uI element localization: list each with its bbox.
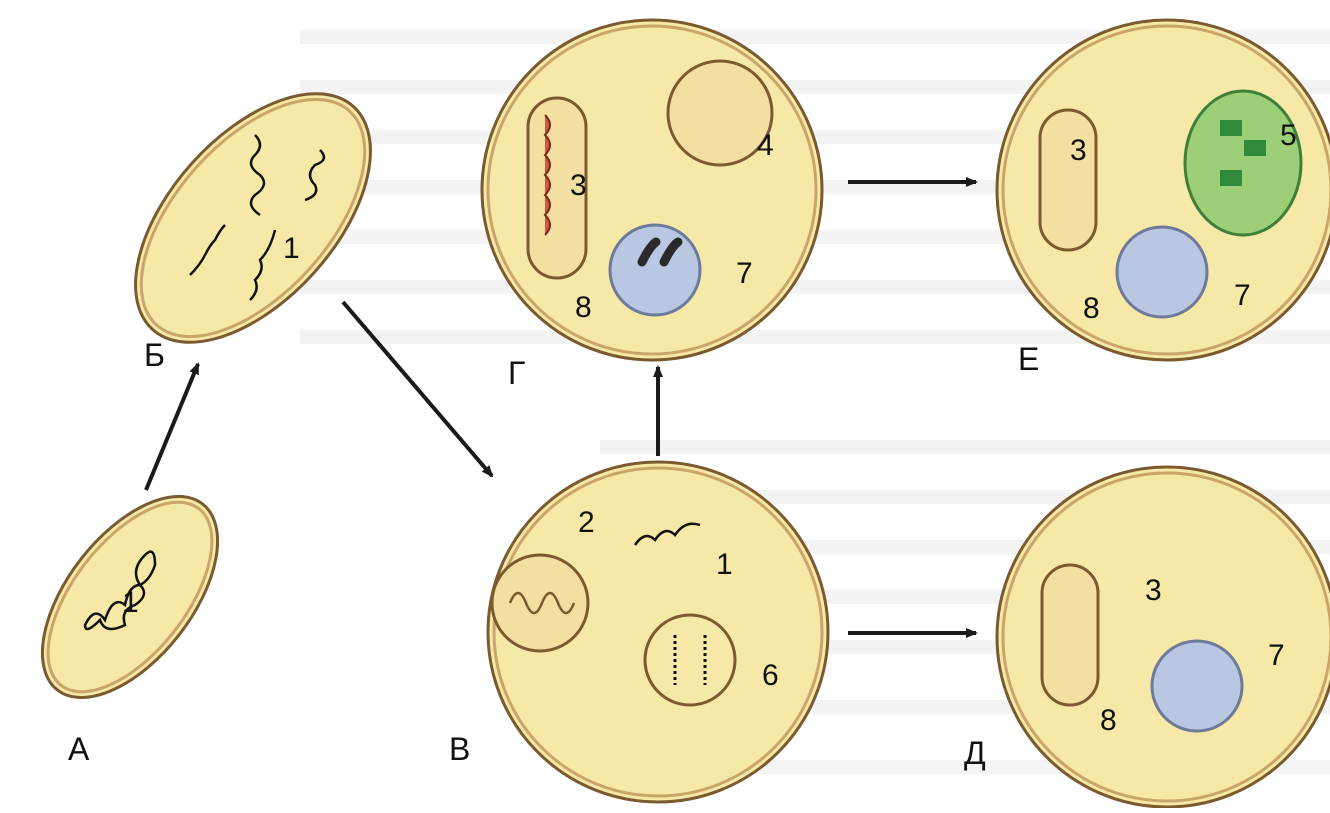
stage-label-e: Е — [1018, 341, 1039, 377]
label-1-cell-a: 1 — [122, 586, 139, 619]
mitochondrion-d — [1042, 565, 1098, 705]
label-7-cell-d: 7 — [1268, 639, 1285, 672]
label-6: 6 — [762, 659, 779, 692]
label-8-cell-d: 8 — [1100, 704, 1117, 737]
label-7-cell-e: 7 — [1234, 279, 1251, 312]
cell-e: 3 5 8 7 — [997, 20, 1330, 360]
label-8-cell-g: 8 — [575, 291, 592, 324]
nucleus-e — [1117, 227, 1207, 317]
stage-label-v: В — [449, 731, 470, 767]
engulfing-bacterium — [492, 555, 588, 651]
label-7-cell-g: 7 — [736, 257, 753, 290]
stage-label-d: Д — [964, 735, 986, 771]
cell-a: 1 — [8, 466, 251, 728]
nucleus-d — [1152, 641, 1242, 731]
label-3-cell-g: 3 — [570, 169, 587, 202]
mitochondrion-e — [1040, 110, 1096, 250]
label-1-cell-b: 1 — [283, 232, 300, 265]
label-2: 2 — [578, 506, 595, 539]
cell-v: 2 1 6 — [488, 462, 828, 802]
label-4: 4 — [757, 129, 774, 162]
stage-label-b: Б — [144, 337, 165, 373]
label-5: 5 — [1280, 119, 1297, 152]
engulfing-organelle-6 — [645, 615, 735, 705]
arrow-a-to-b — [146, 364, 198, 490]
label-3-cell-e: 3 — [1070, 134, 1087, 167]
stage-label-a: А — [68, 731, 90, 767]
cell-g: 4 3 7 8 — [482, 20, 822, 360]
cell-d: 3 7 8 — [997, 467, 1330, 807]
stage-label-g: Г — [508, 355, 525, 391]
label-8-cell-e: 8 — [1083, 292, 1100, 325]
label-3-cell-d: 3 — [1145, 574, 1162, 607]
nucleus-g — [610, 225, 700, 315]
chloroplast — [1185, 91, 1301, 235]
arrow-b-to-v — [343, 302, 492, 476]
label-1-cell-v: 1 — [716, 548, 733, 581]
